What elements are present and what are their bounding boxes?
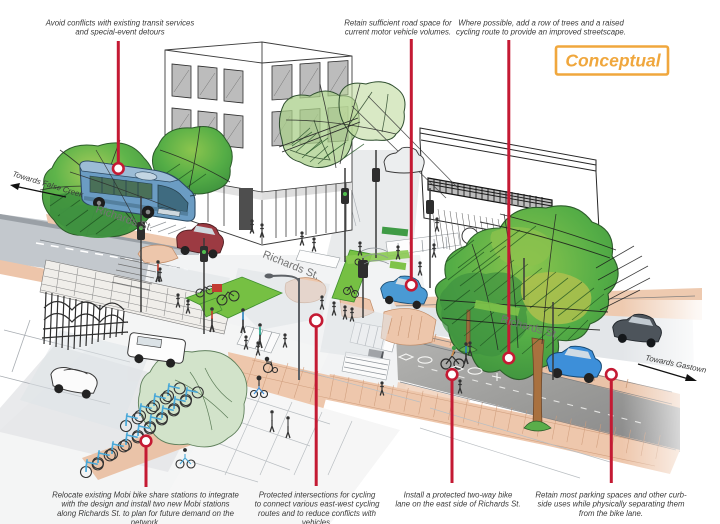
svg-text:Install a protected two-way bi: Install a protected two-way bike: [404, 491, 513, 500]
svg-text:vehicles.: vehicles.: [302, 518, 332, 524]
svg-text:along Richards St. to plan for: along Richards St. to plan for future de…: [57, 509, 235, 518]
svg-text:and special-event detours: and special-event detours: [75, 28, 164, 37]
svg-text:Relocate existing Mobi bike sh: Relocate existing Mobi bike share statio…: [52, 491, 239, 500]
svg-text:to connect various east-west c: to connect various east-west cycling: [255, 500, 380, 509]
svg-text:Avoid conflicts with existing: Avoid conflicts with existing transit se…: [45, 19, 195, 28]
svg-text:side uses while physically sep: side uses while physically separating th…: [538, 500, 685, 509]
svg-text:Conceptual: Conceptual: [565, 51, 661, 71]
svg-text:Where possible, add a row of t: Where possible, add a row of trees and a…: [458, 19, 624, 28]
svg-text:lane on the east side of Richa: lane on the east side of Richards St.: [395, 500, 520, 509]
svg-text:with the design and install tw: with the design and install two new Mobi…: [61, 500, 229, 509]
svg-text:from the bike lane.: from the bike lane.: [579, 509, 643, 518]
svg-text:routes and to reduce conflicts: routes and to reduce conflicts with: [258, 509, 376, 518]
svg-text:Retain sufficient road space f: Retain sufficient road space for: [344, 19, 452, 28]
svg-text:network.: network.: [131, 518, 160, 524]
svg-text:Retain most parking spaces and: Retain most parking spaces and other cur…: [535, 491, 687, 500]
svg-text:current motor vehicle volumes.: current motor vehicle volumes.: [345, 28, 451, 37]
svg-text:Protected intersections for cy: Protected intersections for cycling: [259, 491, 376, 500]
svg-text:cycling route to provide an im: cycling route to provide an improved str…: [456, 28, 626, 37]
